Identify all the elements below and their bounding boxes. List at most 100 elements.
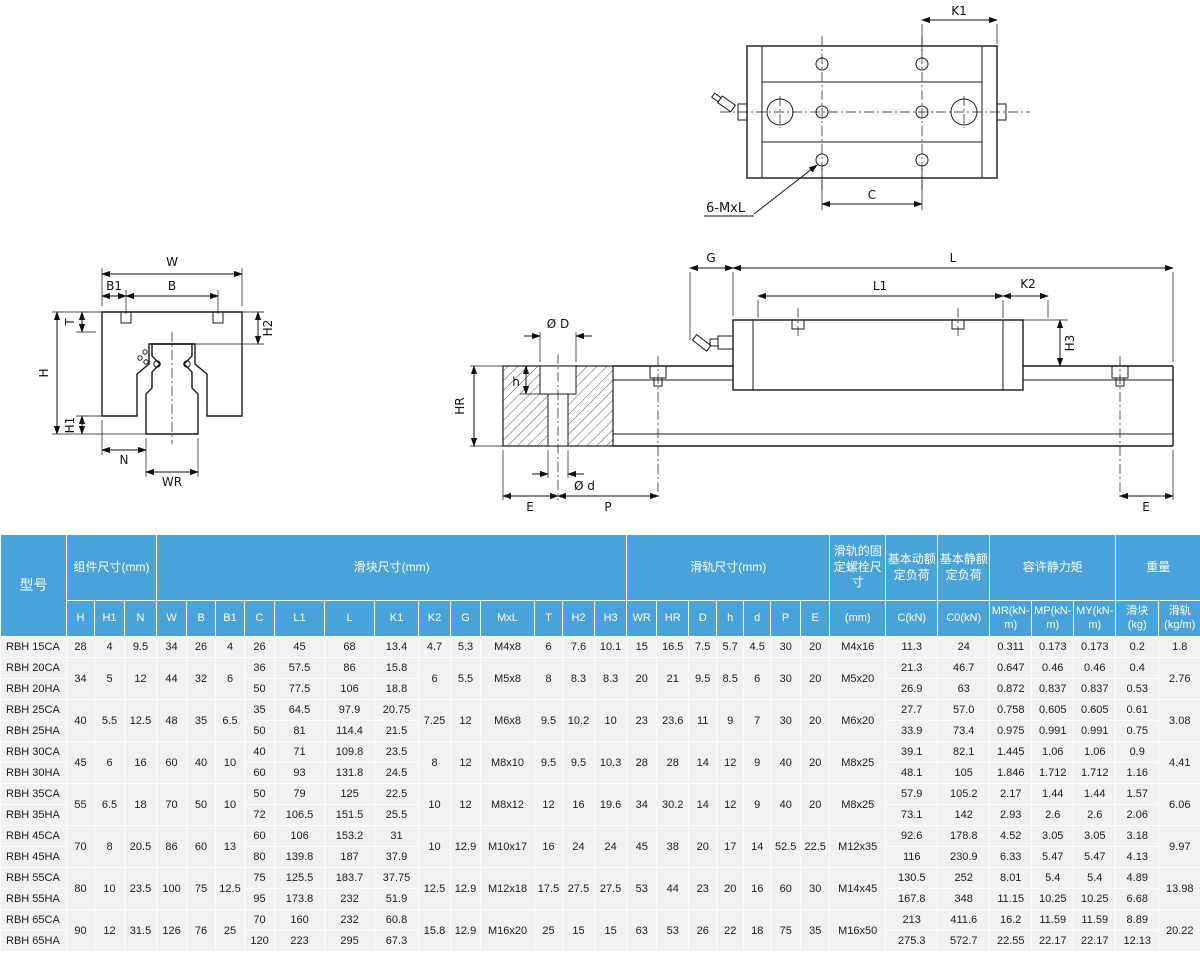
value-cell: 52.5	[770, 825, 802, 868]
rail-side-view	[502, 354, 1174, 500]
value-cell: 23	[688, 867, 718, 910]
col-header-22: E	[800, 600, 831, 637]
model-cell: RBH 55HA	[0, 888, 67, 910]
col-header-9: K1	[374, 600, 420, 637]
value-cell: M8x12	[480, 783, 536, 826]
value-cell: 20	[716, 867, 745, 910]
value-cell: 3.05	[1073, 825, 1117, 847]
value-cell: 22	[716, 909, 745, 952]
value-cell: 10.25	[1031, 888, 1075, 910]
value-cell: 50	[186, 783, 217, 826]
value-cell: 12	[716, 741, 745, 784]
value-cell: 40	[186, 741, 217, 784]
col-header-11: G	[450, 600, 482, 637]
col-header-25: C0(kN)	[937, 600, 991, 637]
value-cell: 12.5	[215, 867, 246, 910]
value-cell: 36	[244, 657, 276, 679]
value-cell: 126	[156, 909, 188, 952]
group-header-model: 型号	[0, 534, 67, 637]
model-cell: RBH 65HA	[0, 930, 67, 952]
value-cell: 106	[324, 678, 376, 700]
value-cell: 9.5	[123, 636, 158, 658]
value-cell: 16	[534, 825, 564, 868]
value-cell: 106	[274, 825, 326, 847]
value-cell: 77.5	[274, 678, 326, 700]
model-cell: RBH 55CA	[0, 867, 67, 889]
value-cell: 18	[123, 783, 158, 826]
value-cell: 0.61	[1115, 699, 1160, 721]
value-cell: 75	[770, 909, 802, 952]
value-cell: 10	[418, 783, 452, 826]
dim-label-h2: H2	[261, 320, 275, 337]
value-cell: 0.4	[1115, 657, 1160, 679]
value-cell: 26	[244, 636, 276, 658]
col-header-17: HR	[656, 600, 690, 637]
value-cell: 60	[244, 825, 276, 847]
value-cell: 15.8	[418, 909, 452, 952]
value-cell: 76	[186, 909, 217, 952]
value-cell: 2.17	[989, 783, 1033, 805]
value-cell: M8x25	[829, 741, 887, 784]
value-cell: 0.975	[989, 720, 1033, 742]
value-cell: 24	[594, 825, 628, 868]
value-cell: 44	[656, 867, 690, 910]
value-cell: M16x50	[829, 909, 887, 952]
model-cell: RBH 45HA	[0, 846, 67, 868]
value-cell: 20	[800, 636, 831, 658]
value-cell: 30.2	[656, 783, 690, 826]
value-cell: 16.2	[989, 909, 1033, 931]
value-cell: 5.5	[450, 657, 482, 700]
block-side-view	[691, 308, 1024, 391]
value-cell: M8x25	[829, 783, 887, 826]
model-cell: RBH 65CA	[0, 909, 67, 931]
value-cell: 125	[324, 783, 376, 805]
value-cell: M12x18	[480, 867, 536, 910]
value-cell: 6	[94, 741, 125, 784]
value-cell: 17.5	[534, 867, 564, 910]
value-cell: 0.837	[1031, 678, 1075, 700]
value-cell: 60	[156, 741, 188, 784]
value-cell: 5.4	[1073, 867, 1117, 889]
value-cell: 5.3	[450, 636, 482, 658]
value-cell: 34	[66, 657, 95, 700]
value-cell: 9.5	[562, 741, 596, 784]
value-cell: 16.5	[656, 636, 690, 658]
value-cell: 9.97	[1158, 825, 1200, 868]
value-cell: 37.9	[374, 846, 420, 868]
value-cell: 14	[688, 741, 718, 784]
value-cell: 26	[688, 909, 718, 952]
value-cell: 130.5	[885, 867, 939, 889]
value-cell: 57.0	[937, 699, 991, 721]
value-cell: 50	[244, 678, 276, 700]
value-cell: 40	[244, 741, 276, 763]
value-cell: 55	[66, 783, 95, 826]
value-cell: 8.01	[989, 867, 1033, 889]
dim-label-e-right: E	[1142, 500, 1150, 514]
value-cell: 0.991	[1073, 720, 1117, 742]
value-cell: 16	[123, 741, 158, 784]
value-cell: 13	[215, 825, 246, 868]
value-cell: 8	[418, 741, 452, 784]
value-cell: 15	[626, 636, 658, 658]
model-cell: RBH 35HA	[0, 804, 67, 826]
col-header-24: C(kN)	[885, 600, 939, 637]
dim-label-od-small: Ø d	[574, 479, 595, 493]
value-cell: 30	[770, 636, 802, 658]
value-cell: 5.47	[1073, 846, 1117, 868]
model-cell: RBH 25CA	[0, 699, 67, 721]
value-cell: 37.75	[374, 867, 420, 889]
value-cell: 252	[937, 867, 991, 889]
value-cell: 10	[418, 825, 452, 868]
value-cell: 23.5	[123, 867, 158, 910]
group-header-weight: 重量	[1115, 534, 1200, 601]
value-cell: 109.8	[324, 741, 376, 763]
model-cell: RBH 45CA	[0, 825, 67, 847]
value-cell: 6	[743, 657, 772, 700]
col-header-29: 滑块(kg)	[1115, 600, 1160, 637]
